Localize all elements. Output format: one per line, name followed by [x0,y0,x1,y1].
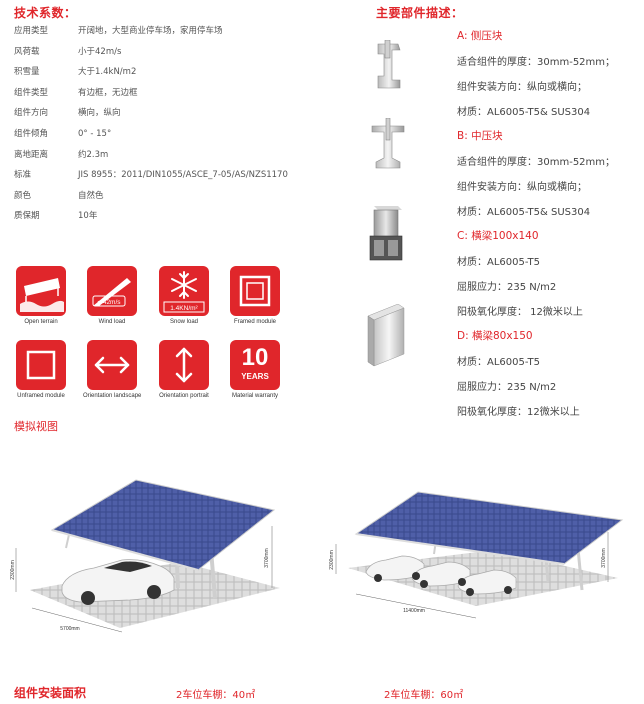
feature-open-terrain: Open terrain [12,266,70,325]
side-clamp-image [370,39,406,96]
framed-module-icon [230,266,280,316]
spec-row: 标准 JIS 8955：2011/DIN1055/ASCE_7-05/AS/NZS… [14,168,288,182]
warranty-number: 10 [241,344,269,371]
feature-label: Open terrain [24,319,58,325]
parts-section-title: 主要部件描述： [376,6,464,20]
spec-key: 风荷载 [14,46,40,57]
spec-value: 大于1.4kN/m2 [78,67,137,78]
part-heading: D: 横梁80x150 [457,330,533,342]
feature-label: Orientation portrait [159,393,209,399]
spec-value: 0° - 15° [78,129,112,139]
middle-clamp-image [368,117,408,174]
part-heading: A: 侧压块 [457,30,503,42]
material-warranty-icon: 10 YEARS [230,340,280,390]
spec-value: 有边框，无边框 [78,87,138,98]
part-spec-line: 屈服应力：235 N/m2 [457,282,557,293]
carport-2-space-right-illustration: 3700mm 2300mm 11400mm [329,491,624,619]
spec-value: 自然色 [78,190,104,201]
spec-row: 组件倾角 0° - 15° [14,127,111,141]
feature-orientation-portrait: Orientation portrait [155,340,213,399]
spec-key: 积雪量 [14,67,40,78]
part-heading: C: 横梁100x140 [457,230,539,242]
open-terrain-icon [16,266,66,316]
part-spec-line: 材质：AL6005-T5& SUS304 [457,107,591,118]
left-width-dim: 5700mm [60,626,79,632]
part-spec-line: 屈服应力：235 N/m2 [457,382,557,393]
part-spec-line: 材质：AL6005-T5 [457,257,541,268]
unframed-module-icon [16,340,66,390]
part-spec-line: 材质：AL6005-T5 [457,357,541,368]
simulation-title: 模拟视图 [14,420,58,433]
spec-key: 颜色 [14,190,32,201]
left-height-high-dim: 3700mm [264,548,270,567]
spec-value: JIS 8955：2011/DIN1055/ASCE_7-05/AS/NZS11… [78,170,288,181]
spec-row: 组件方向 横向，纵向 [14,106,121,120]
right-width-dim: 11400mm [403,608,425,614]
spec-row: 积雪量 大于1.4kN/m2 [14,65,136,79]
spec-row: 质保期 10年 [14,209,97,223]
carport-2-space-left-illustration: 3700mm 2300mm 5700mm [10,479,280,633]
left-height-low-dim: 2300mm [10,560,16,579]
area-right-value: 2车位车棚：60㎡ [384,690,464,701]
spec-key: 标准 [14,170,32,181]
installation-area-title: 组件安装面积 [14,686,87,700]
spec-value: 10年 [78,211,98,222]
orientation-landscape-icon [87,340,137,390]
feature-label: Orientation landscape [83,393,142,399]
feature-wind-load: ≤ 42m/s Wind load [83,266,141,325]
wind-load-badge: ≤ 42m/s [97,299,121,306]
feature-material-warranty: 10 YEARS Material warranty [226,340,284,399]
spec-key: 质保期 [14,211,40,222]
spec-key: 应用类型 [14,26,49,36]
snow-load-badge: 1.4KN/m² [170,305,198,312]
part-spec-line: 阳极氧化厚度：12微米以上 [457,407,580,418]
wind-load-icon: ≤ 42m/s [87,266,137,316]
part-heading: B: 中压块 [457,130,503,142]
part-spec-line: 阳极氧化厚度： 12微米以上 [457,307,583,318]
right-height-low-dim: 2300mm [329,550,335,569]
spec-value: 开阔地，大型商业停车场，家用停车场 [78,26,223,36]
beam-100x140-image [364,206,408,268]
part-spec-line: 组件安装方向：纵向或横向； [457,82,587,93]
feature-label: Material warranty [231,393,278,399]
spec-row: 应用类型 开阔地，大型商业停车场，家用停车场 [14,24,223,38]
feature-label: Unframed module [17,393,65,399]
snow-load-icon: 1.4KN/m² [159,266,209,316]
right-height-high-dim: 3700mm [601,548,607,567]
part-spec-line: 适合组件的厚度：30mm-52mm； [457,157,616,168]
spec-value: 约2.3m [78,149,109,160]
spec-value: 横向，纵向 [78,108,121,119]
feature-snow-load: 1.4KN/m² Snow load [155,266,213,325]
part-spec-line: 组件安装方向：纵向或横向； [457,182,587,193]
orientation-portrait-icon [159,340,209,390]
spec-value: 小于42m/s [78,46,122,57]
spec-row: 离地距离 约2.3m [14,148,108,162]
part-spec-line: 材质：AL6005-T5& SUS304 [457,207,591,218]
spec-row: 风荷载 小于42m/s [14,45,121,59]
beam-80x150-image [362,303,410,374]
area-left-value: 2车位车棚：40㎡ [176,690,256,701]
spec-key: 组件倾角 [14,129,49,139]
tech-section-title: 技术系数： [14,6,77,20]
spec-row: 颜色 自然色 [14,189,104,203]
feature-framed-module: Framed module [226,266,284,325]
feature-unframed-module: Unframed module [12,340,70,399]
warranty-unit: YEARS [241,372,269,381]
spec-key: 组件方向 [14,108,49,119]
spec-row: 组件类型 有边框，无边框 [14,86,138,100]
feature-label: Framed module [233,319,277,325]
feature-label: Snow load [169,319,199,325]
part-spec-line: 适合组件的厚度：30mm-52mm； [457,57,616,68]
spec-key: 离地距离 [14,149,49,160]
feature-orientation-landscape: Orientation landscape [83,340,141,399]
spec-key: 组件类型 [14,87,49,98]
feature-label: Wind load [98,319,126,325]
